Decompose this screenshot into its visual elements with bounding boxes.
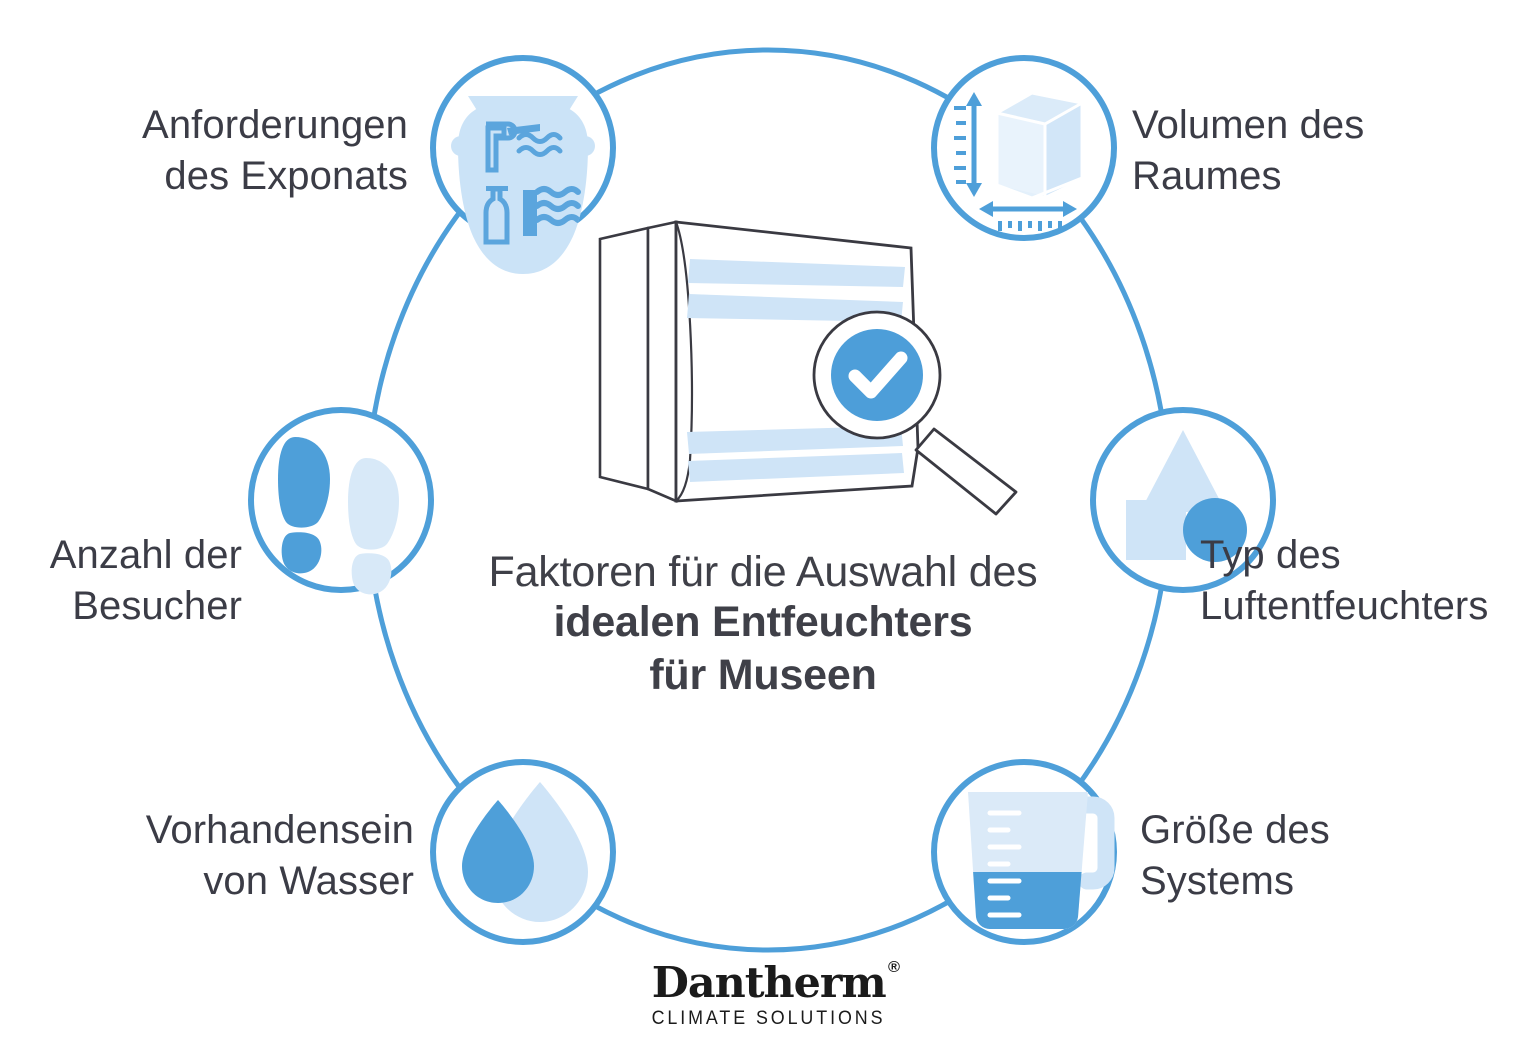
measuring-jug-icon xyxy=(968,792,1115,930)
logo-wordmark: Dantherm ® xyxy=(652,960,900,1004)
label-water-availability: Vorhandensein von Wasser xyxy=(145,808,414,904)
logo-tagline: CLIMATE SOLUTIONS xyxy=(651,1008,886,1029)
label-visitor-count: Anzahl der Besucher xyxy=(49,533,242,629)
label-exhibit-requirements: Anforderungen des Exponats xyxy=(142,103,408,199)
node-visitors[interactable] xyxy=(248,407,434,595)
node-type[interactable] xyxy=(1090,407,1276,593)
magnifier-check-icon xyxy=(812,310,1018,516)
label-dehumidifier-type: Typ des Luftentfeuchters xyxy=(1200,533,1489,629)
node-size[interactable] xyxy=(931,759,1117,945)
dantherm-logo: Dantherm ® CLIMATE SOLUTIONS xyxy=(0,960,1537,1030)
label-system-size: Größe des Systems xyxy=(1140,808,1330,904)
node-exhibit[interactable] xyxy=(430,55,616,274)
center-title: Faktoren für die Auswahl des idealen Ent… xyxy=(418,548,1108,701)
node-water[interactable] xyxy=(430,759,616,945)
node-volume[interactable] xyxy=(931,55,1117,241)
center-title-line2: idealen Entfeuchters xyxy=(553,598,973,647)
label-room-volume: Volumen des Raumes xyxy=(1132,103,1365,199)
museum-vase-icon xyxy=(451,96,595,274)
logo-wordmark-text: Dantherm xyxy=(651,958,887,1007)
cube-measure-icon xyxy=(954,91,1084,231)
registered-trademark-icon: ® xyxy=(887,959,900,976)
shapes-icon xyxy=(1126,430,1247,562)
center-title-line3: für Museen xyxy=(649,650,877,699)
center-title-line1: Faktoren für die Auswahl des xyxy=(488,548,1038,596)
water-drops-icon xyxy=(462,782,588,922)
footprints-icon xyxy=(278,437,399,595)
